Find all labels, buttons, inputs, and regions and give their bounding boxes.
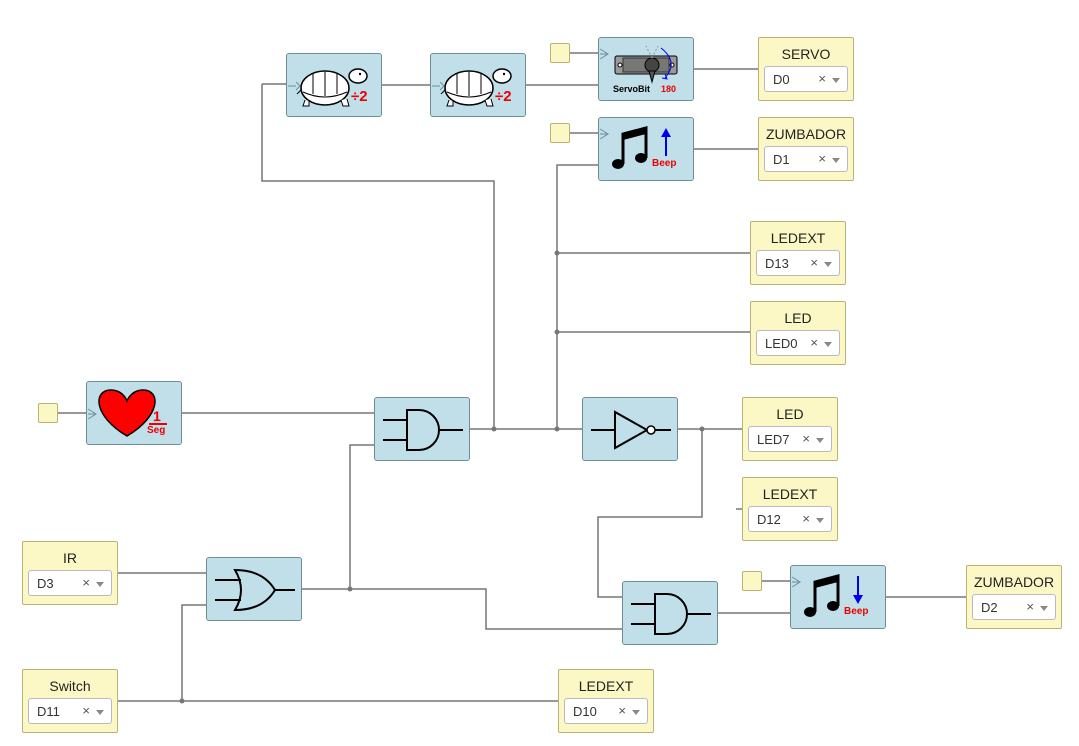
io-label: LED	[776, 406, 804, 422]
turtle-icon	[288, 68, 368, 107]
divider-label: ÷2	[495, 88, 512, 105]
io-label: LEDEXT	[762, 486, 818, 502]
not-gate-icon	[591, 410, 671, 450]
pin-value: D1	[773, 152, 790, 167]
pin-select[interactable]: D2 ×	[972, 594, 1056, 620]
not-gate-block[interactable]	[582, 397, 678, 461]
clear-icon[interactable]: ×	[810, 255, 818, 270]
heartbeat-block[interactable]: 1 Seg	[86, 381, 182, 445]
pin-select[interactable]: D10 ×	[564, 698, 648, 724]
arrow-down-icon	[853, 576, 863, 604]
servo-output[interactable]: SERVO D0 ×	[758, 37, 854, 101]
heartbeat-unit: Seg	[147, 425, 166, 436]
pin-select[interactable]: D0 ×	[764, 66, 848, 92]
zumbador-output[interactable]: ZUMBADOR D1 ×	[758, 117, 854, 181]
pin-value: D11	[37, 704, 60, 719]
pin-value: D10	[573, 704, 597, 719]
or-gate-icon	[215, 568, 295, 612]
divider-block[interactable]: ÷2	[430, 53, 526, 117]
io-label: ZUMBADOR	[765, 126, 847, 142]
pin-select[interactable]: LED7 ×	[748, 426, 832, 452]
pin-select[interactable]: D1 ×	[764, 146, 848, 172]
beep-block[interactable]: Beep	[598, 117, 694, 181]
pin-select[interactable]: LED0 ×	[756, 330, 840, 356]
io-label: LEDEXT	[770, 230, 826, 246]
clear-icon[interactable]: ×	[1026, 599, 1034, 614]
music-note-icon	[791, 574, 840, 617]
heartbeat-value: 1	[153, 408, 161, 424]
clear-icon[interactable]: ×	[802, 431, 810, 446]
pin-value: D2	[981, 600, 998, 615]
chevron-down-icon[interactable]	[832, 158, 840, 163]
io-label: Switch	[49, 678, 91, 694]
beep-label: Beep	[844, 606, 869, 617]
divider-label: ÷2	[351, 88, 368, 105]
pin-value: LED0	[765, 336, 798, 351]
led-output[interactable]: LED LED7 ×	[742, 397, 838, 461]
servobit-name: ServoBit	[613, 84, 651, 94]
beep-label: Beep	[652, 158, 677, 169]
io-label: LEDEXT	[578, 678, 634, 694]
and-gate-icon	[631, 593, 711, 635]
zumbador-output[interactable]: ZUMBADOR D2 ×	[966, 565, 1062, 629]
ledext-output[interactable]: LEDEXT D13 ×	[750, 221, 846, 285]
pin-value: D0	[773, 72, 790, 87]
chevron-down-icon[interactable]	[632, 710, 640, 715]
servo-icon	[599, 45, 678, 84]
clear-icon[interactable]: ×	[802, 511, 810, 526]
and-gate-block[interactable]	[622, 581, 718, 645]
chevron-down-icon[interactable]	[824, 342, 832, 347]
io-label: ZUMBADOR	[973, 574, 1055, 590]
clear-icon[interactable]: ×	[810, 335, 818, 350]
pin-select[interactable]: D13 ×	[756, 250, 840, 276]
io-label: LED	[784, 310, 812, 326]
pin-select[interactable]: D12 ×	[748, 506, 832, 532]
io-label: SERVO	[781, 46, 831, 62]
servobit-angle: 180	[661, 84, 677, 94]
pin-value: D13	[765, 256, 789, 271]
clear-icon[interactable]: ×	[82, 703, 90, 718]
ledext-output[interactable]: LEDEXT D10 ×	[558, 669, 654, 733]
beep-block[interactable]: Beep	[790, 565, 886, 629]
chevron-down-icon[interactable]	[96, 710, 104, 715]
divider-block[interactable]: ÷2	[286, 53, 382, 117]
constant-input[interactable]	[550, 123, 570, 143]
constant-input[interactable]	[742, 571, 762, 591]
clear-icon[interactable]: ×	[818, 71, 826, 86]
led-output[interactable]: LED LED0 ×	[750, 301, 846, 365]
chevron-down-icon[interactable]	[1040, 606, 1048, 611]
pin-select[interactable]: D3 ×	[28, 570, 112, 596]
pin-select[interactable]: D11 ×	[28, 698, 112, 724]
pin-value: D3	[37, 576, 54, 591]
constant-input[interactable]	[38, 403, 58, 423]
or-gate-block[interactable]	[206, 557, 302, 621]
and-gate-block[interactable]	[374, 397, 470, 461]
fraction-bar	[149, 423, 167, 425]
ledext-output[interactable]: LEDEXT D12 ×	[742, 477, 838, 541]
io-label: IR	[63, 550, 77, 566]
clear-icon[interactable]: ×	[818, 151, 826, 166]
music-note-icon	[599, 126, 648, 169]
chevron-down-icon[interactable]	[816, 438, 824, 443]
clear-icon[interactable]: ×	[82, 575, 90, 590]
chevron-down-icon[interactable]	[96, 582, 104, 587]
turtle-icon	[432, 68, 512, 107]
chevron-down-icon[interactable]	[832, 78, 840, 83]
and-gate-icon	[383, 409, 463, 451]
constant-input[interactable]	[550, 43, 570, 63]
pin-value: LED7	[757, 432, 790, 447]
switch-input[interactable]: Switch D11 ×	[22, 669, 118, 733]
ir-input[interactable]: IR D3 ×	[22, 541, 118, 605]
chevron-down-icon[interactable]	[816, 518, 824, 523]
servobit-block[interactable]: ServoBit 180	[598, 37, 694, 101]
arrow-up-icon	[661, 128, 671, 156]
chevron-down-icon[interactable]	[824, 262, 832, 267]
pin-value: D12	[757, 512, 781, 527]
clear-icon[interactable]: ×	[618, 703, 626, 718]
heart-icon	[87, 389, 156, 437]
